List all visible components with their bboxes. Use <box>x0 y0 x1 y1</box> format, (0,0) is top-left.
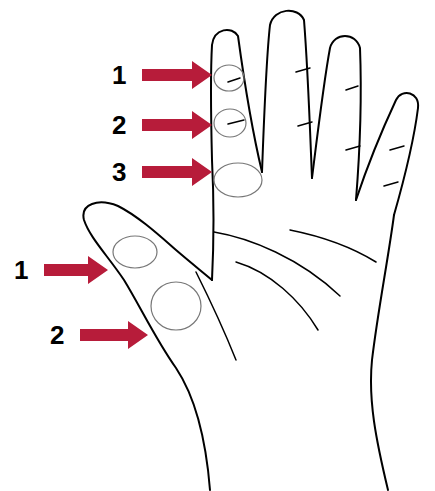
callout-number: 3 <box>112 159 126 185</box>
ring-finger-outline <box>312 36 361 200</box>
pointer-arrow <box>142 158 212 186</box>
thumb-outline <box>83 202 212 490</box>
pointer-arrow <box>44 256 108 284</box>
palm-crease <box>290 230 376 262</box>
callout-number: 1 <box>14 257 28 283</box>
palm-crease <box>236 262 318 330</box>
palm-outline <box>371 215 394 490</box>
little-finger-outline <box>356 93 418 215</box>
middle-finger-outline <box>262 11 312 178</box>
callout-number: 1 <box>112 62 126 88</box>
pointer-arrow <box>80 321 148 349</box>
segment-circle <box>214 109 246 137</box>
callout-number: 2 <box>50 322 64 348</box>
segment-circle <box>113 236 157 268</box>
pointer-arrow <box>142 111 212 139</box>
segment-circle <box>151 282 201 330</box>
segment-circle <box>214 65 244 91</box>
pointer-arrow <box>142 61 212 89</box>
palm-crease <box>196 272 236 360</box>
callout-number: 2 <box>112 112 126 138</box>
segment-circle <box>214 163 262 197</box>
palm-crease <box>214 232 340 296</box>
